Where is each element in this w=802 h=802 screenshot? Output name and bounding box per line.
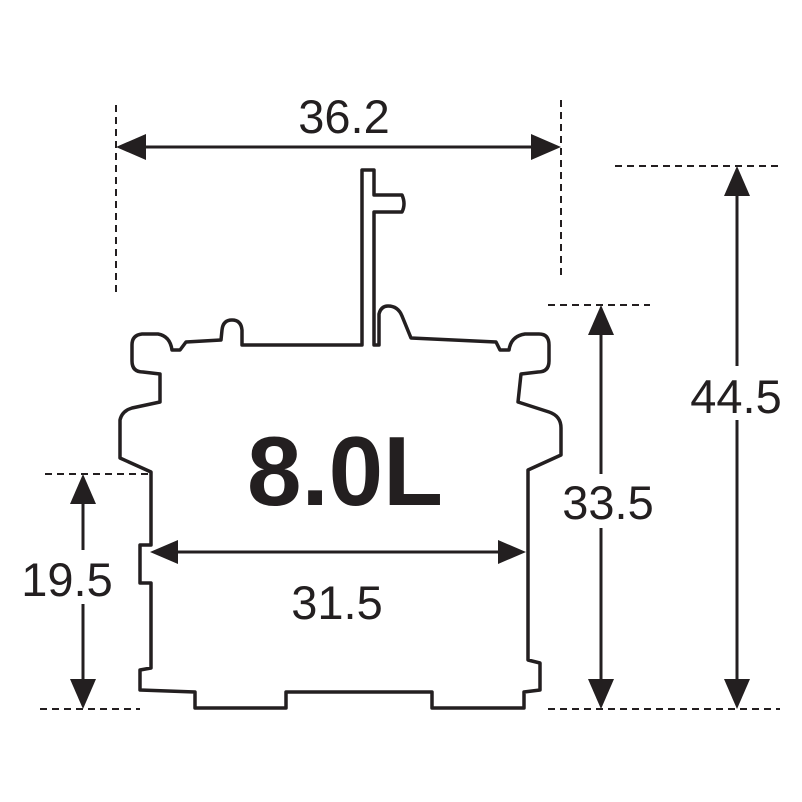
container-silhouette	[118, 168, 563, 710]
product-outline	[118, 168, 563, 710]
extension-lines	[40, 100, 780, 710]
lower-height-label: 19.5	[21, 553, 112, 606]
lower-height-dimension: 19.5	[0, 474, 134, 709]
top-width-arrow-left	[116, 134, 146, 160]
body-height-label: 33.5	[562, 476, 653, 529]
body-height-label-backdrop	[544, 474, 672, 528]
capacity-label: 8.0L	[247, 416, 443, 526]
total-height-dimension: 44.5	[668, 166, 802, 709]
body-height-dimension: 33.5	[544, 305, 672, 709]
body-height-arrow-bottom	[588, 679, 614, 709]
inner-width-dimension: 31.5	[150, 540, 526, 629]
inner-width-label: 31.5	[291, 576, 382, 629]
top-width-arrow-right	[531, 134, 561, 160]
total-height-label: 44.5	[690, 370, 781, 423]
top-width-dimension: 36.2	[116, 90, 561, 160]
total-height-arrow-top	[724, 166, 750, 196]
lower-height-arrow-top	[70, 474, 96, 504]
lower-height-label-backdrop	[0, 550, 134, 604]
inner-width-arrow-right	[498, 540, 526, 564]
body-height-arrow-top	[588, 305, 614, 335]
total-height-arrow-bottom	[724, 679, 750, 709]
top-width-label: 36.2	[298, 90, 389, 143]
total-height-label-backdrop	[668, 366, 802, 420]
lower-height-arrow-bottom	[70, 679, 96, 709]
inner-width-arrow-left	[150, 540, 178, 564]
